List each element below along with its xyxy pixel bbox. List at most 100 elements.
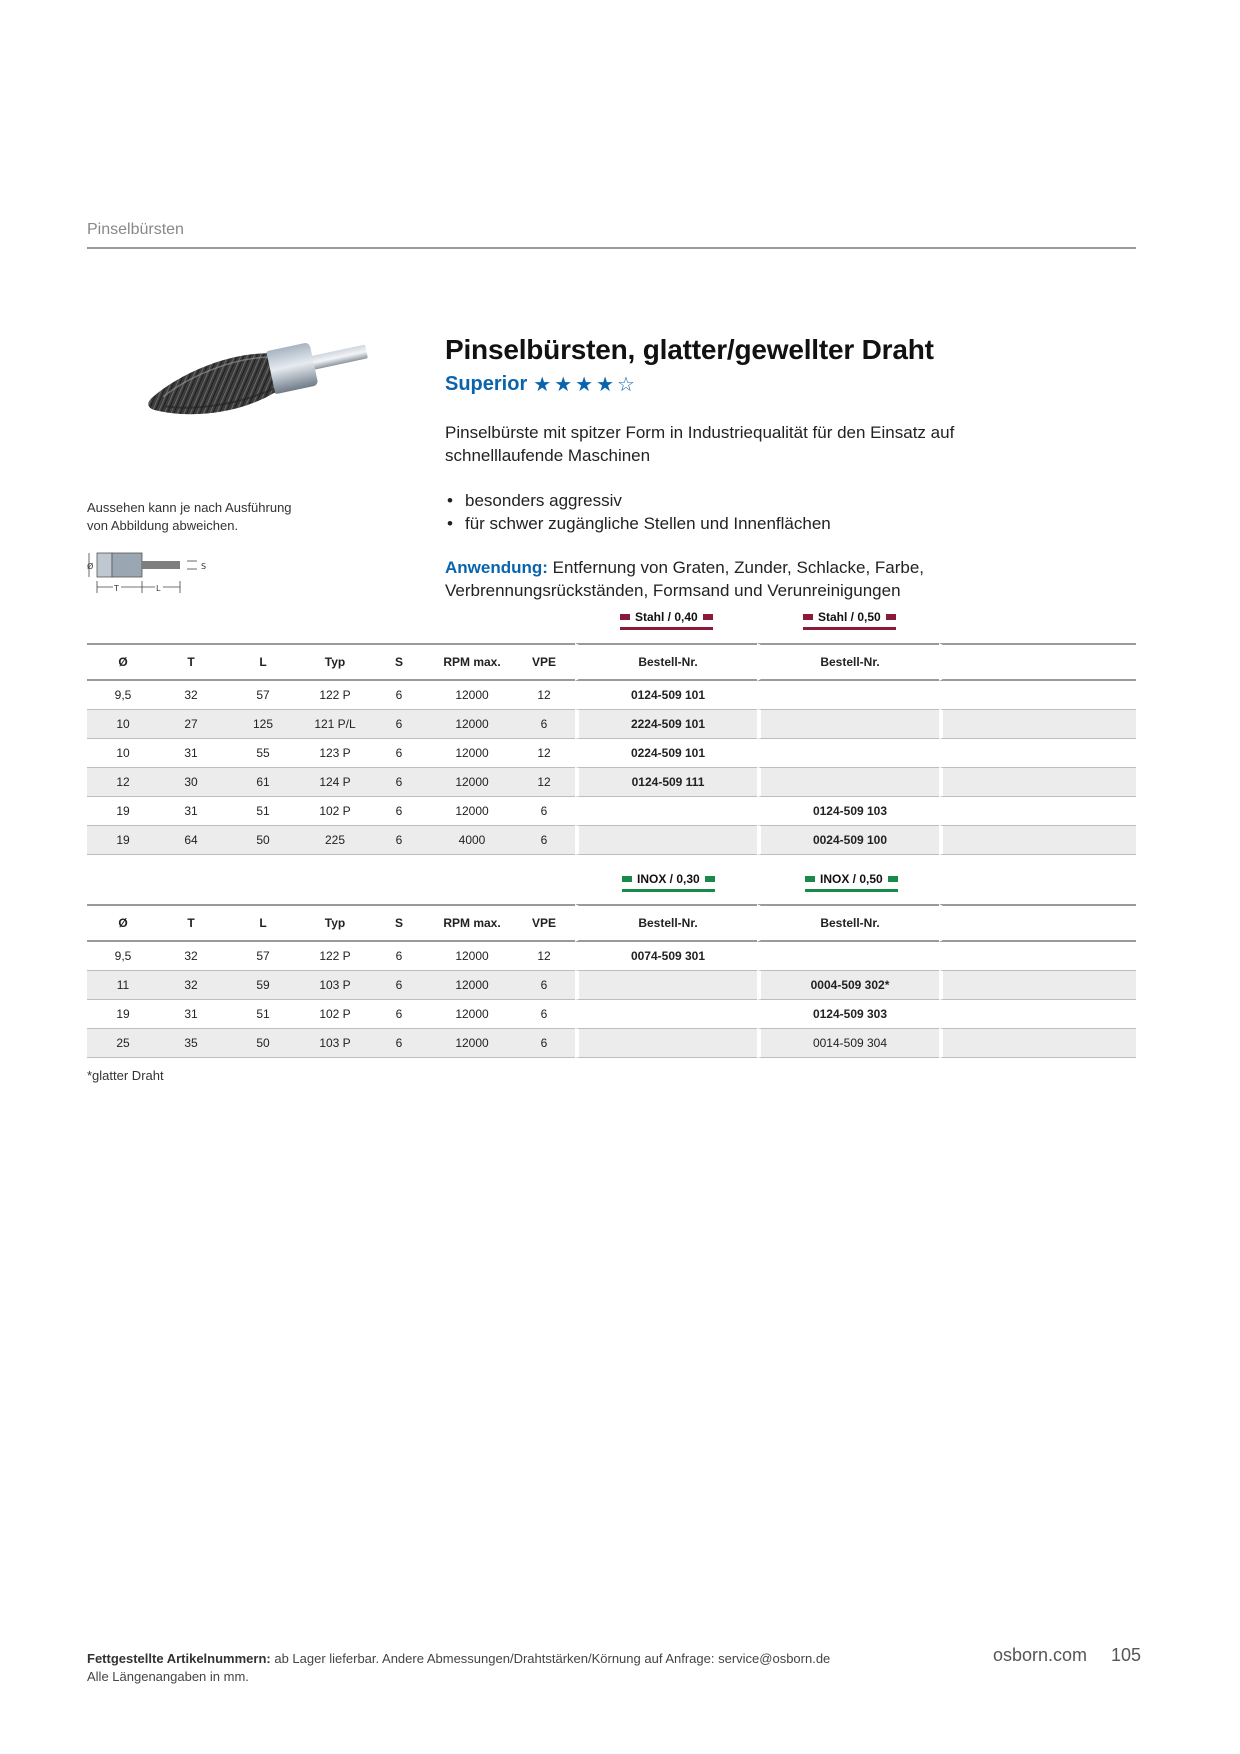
column-header: RPM max.	[431, 904, 513, 942]
order-number-cell: 0124-509 103	[757, 797, 939, 826]
spec-cell: 12000	[431, 1000, 513, 1029]
spec-cell: 103 P	[303, 1029, 367, 1058]
spec-cell: 9,5	[87, 681, 159, 710]
column-header: Bestell-Nr.	[575, 904, 757, 942]
order-number-cell: 0074-509 301	[575, 942, 757, 971]
material-label: INOX / 0,30	[637, 872, 700, 886]
star-empty-icon: ☆	[617, 373, 635, 396]
product-description: Pinselbürste mit spitzer Form in Industr…	[445, 423, 955, 465]
diameter-symbol: Ø	[87, 561, 93, 571]
spec-cell: 12000	[431, 710, 513, 739]
spec-cell: 225	[303, 826, 367, 855]
column-header: T	[159, 643, 223, 681]
empty-cell	[939, 768, 1136, 797]
order-number-cell	[757, 768, 939, 797]
spec-cell: 12000	[431, 797, 513, 826]
spec-cell: 12000	[431, 942, 513, 971]
column-header-empty	[939, 643, 1136, 681]
column-header: L	[223, 643, 303, 681]
order-number-cell	[575, 797, 757, 826]
page-number: 105	[1111, 1645, 1142, 1665]
spec-cell: 4000	[431, 826, 513, 855]
spec-cell: 6	[367, 739, 431, 768]
spec-cell: 10	[87, 739, 159, 768]
order-number-cell	[757, 681, 939, 710]
spec-cell: 6	[513, 1029, 575, 1058]
order-number-cell: 0024-509 100	[757, 826, 939, 855]
spec-cell: 19	[87, 1000, 159, 1029]
feature-list: besonders aggressivfür schwer zugänglich…	[445, 489, 831, 535]
order-number-cell: 0224-509 101	[575, 739, 757, 768]
empty-cell	[939, 1000, 1136, 1029]
spec-cell: 51	[223, 1000, 303, 1029]
spec-cell: 12000	[431, 739, 513, 768]
spec-cell: 6	[367, 768, 431, 797]
empty-cell	[939, 739, 1136, 768]
spec-cell: 32	[159, 971, 223, 1000]
empty-cell	[939, 942, 1136, 971]
spec-cell: 6	[513, 710, 575, 739]
spec-cell: 10	[87, 710, 159, 739]
spec-cell: 102 P	[303, 797, 367, 826]
empty-cell	[939, 710, 1136, 739]
spec-cell: 19	[87, 826, 159, 855]
order-number-cell	[575, 1000, 757, 1029]
spec-cell: 12	[513, 739, 575, 768]
column-header: L	[223, 904, 303, 942]
column-header: VPE	[513, 904, 575, 942]
order-number-cell	[757, 739, 939, 768]
image-caption: Aussehen kann je nach Ausführung von Abb…	[87, 500, 292, 533]
empty-cell	[939, 797, 1136, 826]
star-filled-icon: ★	[554, 373, 573, 396]
spec-cell: 12000	[431, 1029, 513, 1058]
spec-cell: 12000	[431, 971, 513, 1000]
feature-item: besonders aggressiv	[445, 489, 831, 512]
usage-text: Anwendung: Entfernung von Graten, Zunder…	[445, 556, 1045, 602]
order-number-cell: 2224-509 101	[575, 710, 757, 739]
material-header-inox-050: INOX / 0,50	[805, 872, 898, 892]
steel-color-square	[620, 614, 630, 620]
spec-cell: 27	[159, 710, 223, 739]
spec-cell: 102 P	[303, 1000, 367, 1029]
spec-cell: 6	[513, 826, 575, 855]
column-header: Ø	[87, 643, 159, 681]
order-number-cell	[757, 710, 939, 739]
spec-cell: 6	[367, 971, 431, 1000]
spec-cell: 57	[223, 681, 303, 710]
column-header: Bestell-Nr.	[757, 643, 939, 681]
spec-cell: 6	[513, 971, 575, 1000]
empty-cell	[939, 971, 1136, 1000]
section-divider	[87, 247, 1136, 249]
column-header: Typ	[303, 904, 367, 942]
inox-color-square	[887, 876, 898, 882]
inox-color-square	[805, 876, 815, 882]
spec-cell: 31	[159, 797, 223, 826]
column-header: S	[367, 643, 431, 681]
footer-website: osborn.com	[993, 1645, 1088, 1665]
spec-cell: 55	[223, 739, 303, 768]
spec-cell: 32	[159, 942, 223, 971]
order-number-cell: 0014-509 304	[757, 1029, 939, 1058]
spec-cell: 50	[223, 826, 303, 855]
product-title: Pinselbürsten, glatter/gewellter Draht	[445, 334, 934, 365]
spec-cell: 6	[367, 942, 431, 971]
spec-cell: 9,5	[87, 942, 159, 971]
steel-color-square	[885, 614, 896, 620]
spec-cell: 6	[513, 1000, 575, 1029]
spec-cell: 19	[87, 797, 159, 826]
column-header-empty	[939, 904, 1136, 942]
spec-cell: 31	[159, 1000, 223, 1029]
order-number-cell: 0004-509 302*	[757, 971, 939, 1000]
material-label: Stahl / 0,40	[635, 610, 698, 624]
order-number-cell	[575, 826, 757, 855]
order-number-cell	[575, 1029, 757, 1058]
spec-cell: 61	[223, 768, 303, 797]
spec-cell: 12000	[431, 681, 513, 710]
spec-cell: 64	[159, 826, 223, 855]
